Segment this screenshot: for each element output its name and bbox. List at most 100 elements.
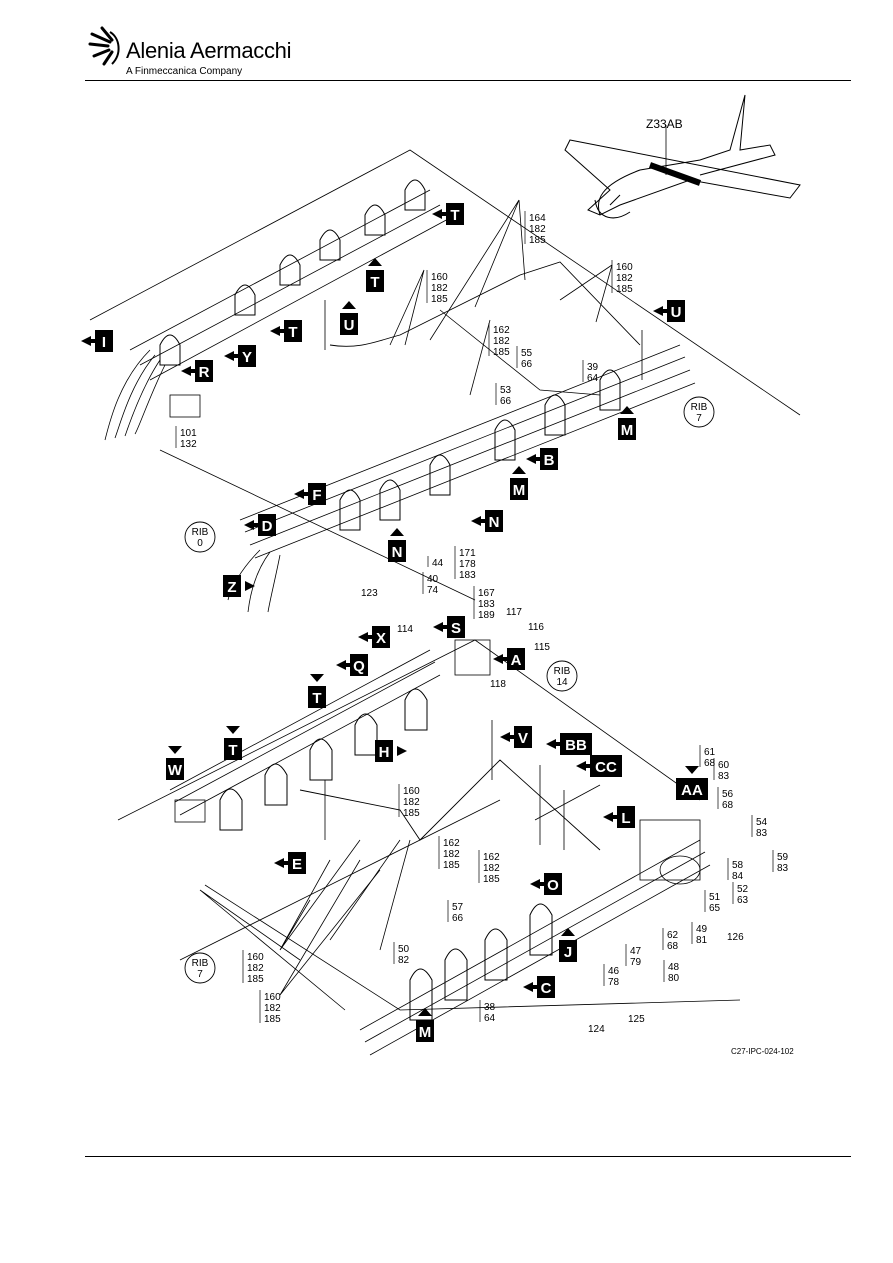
svg-text:AA: AA [681,782,703,799]
callout-number: 182 [483,863,500,874]
view-letter-e: E [274,852,306,874]
view-letter-t: T [432,203,464,225]
diagram-linework [89,94,801,1056]
svg-text:RIB: RIB [192,527,209,538]
callout-11: 123 [361,588,378,599]
view-letter-aa: AA [676,766,708,800]
view-letter-u: U [653,300,685,322]
svg-text:RIB: RIB [691,402,708,413]
aircraft-outline [564,94,801,219]
svg-text:RIB: RIB [554,666,571,677]
callout-number: 160 [247,952,264,963]
direction-arrow-icon [500,732,514,742]
svg-text:0: 0 [197,538,203,549]
callout-number: 162 [443,838,460,849]
callout-number: 185 [264,1014,281,1025]
svg-text:N: N [489,514,500,531]
svg-text:M: M [419,1024,432,1041]
view-letter-m: M [510,466,528,500]
callout-number: 80 [668,973,680,984]
svg-text:BB: BB [565,737,587,754]
svg-text:T: T [288,324,297,341]
callout-number: 101 [180,428,197,439]
svg-text:D: D [262,518,273,535]
callout-number: 160 [616,262,633,273]
callout-number: 185 [443,860,460,871]
view-letter-cc: CC [576,755,622,777]
view-letter-q: Q [336,654,368,676]
svg-text:U: U [344,317,355,334]
svg-text:F: F [312,487,321,504]
svg-text:W: W [168,762,183,779]
svg-text:7: 7 [696,413,702,424]
callout-number: 162 [483,852,500,863]
view-letter-s: S [433,616,465,638]
view-letter-t: T [308,674,326,708]
view-letter-b: B [526,448,558,470]
direction-arrow-icon [576,761,590,771]
callout-number: 81 [696,935,708,946]
callout-number: 83 [756,828,768,839]
callout-number: 40 [427,574,439,585]
callout-number: 162 [493,325,510,336]
svg-text:T: T [450,207,459,224]
view-letter-i: I [81,330,113,352]
svg-text:T: T [312,690,321,707]
header-rule [85,80,851,81]
direction-arrow-icon [81,336,95,346]
callout-number: 185 [493,347,510,358]
direction-arrow-icon [471,516,485,526]
svg-text:14: 14 [556,677,568,688]
direction-arrow-icon [526,454,540,464]
direction-arrow-icon [620,406,634,414]
direction-arrow-icon [270,326,284,336]
callout-17: 118 [490,679,506,690]
callout-number: 58 [732,860,744,871]
callout-number: 182 [431,283,448,294]
callout-number: 182 [493,336,510,347]
callout-number: 185 [529,235,546,246]
callout-number: 114 [397,624,413,635]
callout-number: 171 [459,548,476,559]
callout-number: 117 [506,607,522,618]
svg-text:C: C [541,980,552,997]
view-letter-t: T [270,320,302,342]
view-letter-x: X [358,626,390,648]
callout-number: 125 [628,1014,645,1025]
svg-text:CC: CC [595,759,617,776]
callout-number: 53 [500,385,512,396]
callout-number: 64 [587,373,599,384]
callout-number: 185 [403,808,420,819]
direction-arrow-icon [390,528,404,536]
callout-number: 185 [247,974,264,985]
view-letter-v: V [500,726,532,748]
svg-text:H: H [379,744,390,761]
direction-arrow-icon [603,812,617,822]
svg-text:M: M [621,422,634,439]
view-letter-n: N [471,510,503,532]
direction-arrow-icon [433,622,447,632]
callout-number: 44 [432,558,444,569]
callout-number: 47 [630,946,642,957]
direction-arrow-icon [336,660,350,670]
direction-arrow-icon [397,746,407,756]
figure-id: C27-IPC-024-102 [731,1047,794,1056]
direction-arrow-icon [530,879,544,889]
svg-text:E: E [292,856,302,873]
callout-number: 182 [403,797,420,808]
callout-number: 126 [727,932,744,943]
callout-number: 185 [616,284,633,295]
callout-35: 125 [628,1014,645,1025]
view-letter-t: T [224,726,242,760]
direction-arrow-icon [561,928,575,936]
